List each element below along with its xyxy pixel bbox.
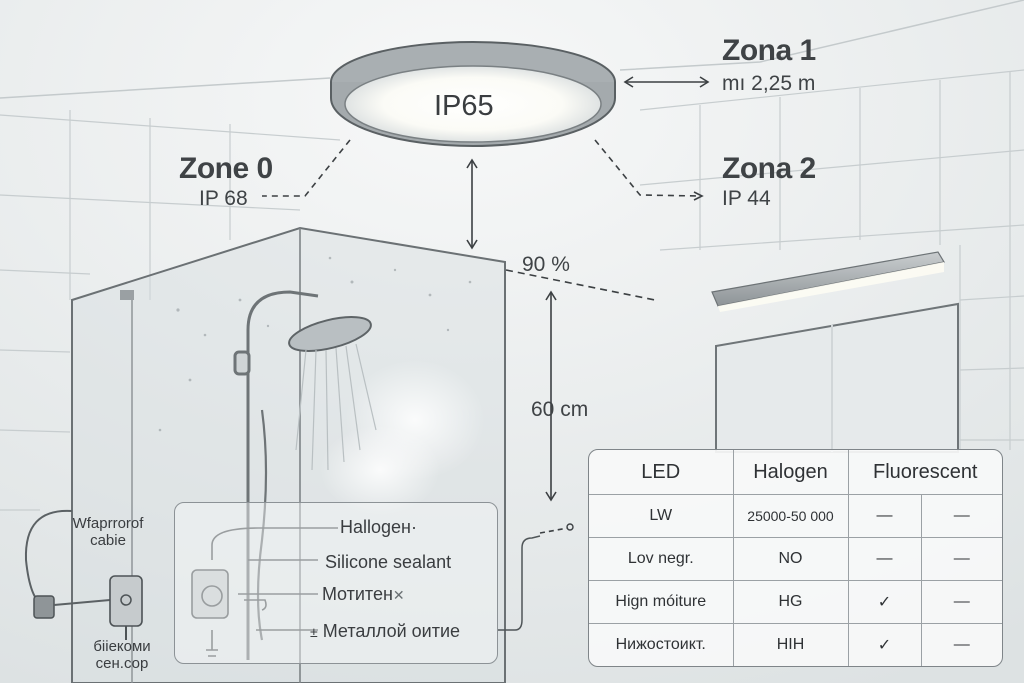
ceiling-light-lens	[344, 65, 602, 143]
socket-hole	[120, 594, 132, 606]
wall-socket-box	[109, 575, 143, 627]
row-label: LW	[589, 494, 734, 538]
comparison-grid: LED Halogen Fluorescent LW 25000-50 000 …	[589, 450, 1002, 666]
callout-halogen: Hallogeн·	[340, 517, 417, 537]
row-value: 25000-50 000	[732, 494, 849, 538]
row-label: Нижостоикт.	[589, 623, 734, 666]
wall-tiles	[0, 69, 1024, 511]
zone0-rating: IP 68	[199, 187, 248, 210]
plug-cord	[53, 599, 111, 606]
clearance-label: 60 cm	[531, 398, 589, 421]
water-spray	[295, 343, 377, 471]
zone2-title: Zona 2	[722, 152, 816, 185]
metal-arrow-icon: ±	[310, 624, 318, 640]
cross-mark-icon: ✕	[392, 587, 405, 603]
table-row: Lov negr. NO — —	[589, 537, 1002, 581]
comparison-table: LED Halogen Fluorescent LW 25000-50 000 …	[588, 449, 1003, 667]
socket-sensor-label: бііекоми сен.сор	[93, 638, 151, 672]
callout-silicone-sealant: Silicone sealant	[325, 552, 452, 572]
callout-metal-coating-text: Металлой оитие	[322, 621, 461, 641]
row-value: NO	[732, 537, 849, 581]
callout-connector	[497, 535, 541, 631]
header-fluorescent: Fluorescent	[847, 450, 1002, 495]
waterproof-cable-label: Wfaprrorof cabie	[72, 515, 144, 549]
row-label: Hign móiture	[589, 580, 734, 624]
zone1-height: mı 2,25 m	[722, 72, 816, 95]
cable-plug	[33, 595, 55, 619]
callout-socket-face	[201, 585, 223, 607]
ceiling-edges	[0, 0, 1024, 99]
row-label: Lov negr.	[589, 537, 734, 581]
row-mark: —	[920, 580, 1002, 624]
shower-glass	[71, 226, 506, 683]
water-droplets	[158, 256, 472, 432]
table-row: LW 25000-50 000 — —	[589, 494, 1002, 538]
callout-socket-box	[191, 569, 229, 619]
callout-card	[174, 502, 498, 664]
callout-motor: Mотитен✕	[322, 584, 405, 605]
table-header-row: LED Halogen Fluorescent	[589, 450, 1002, 495]
table-row: Нижостоикт. HIH ✓ —	[589, 623, 1002, 666]
row-mark: —	[920, 494, 1002, 538]
dimension-arrows	[466, 76, 710, 502]
row-mark: —	[847, 494, 922, 538]
shower-head	[288, 316, 372, 352]
row-mark: —	[920, 623, 1002, 666]
callout-metal-coating: ± Металлой оитие	[310, 621, 460, 642]
header-halogen: Halogen	[732, 450, 849, 495]
row-mark: ✓	[847, 623, 922, 666]
row-value: HG	[732, 580, 849, 624]
row-mark: ✓	[847, 580, 922, 624]
row-value: HIH	[732, 623, 849, 666]
connector-dot	[566, 523, 574, 531]
fixture-ip-rating: IP65	[434, 90, 494, 122]
spray-angle-label: 90 %	[522, 253, 570, 276]
wall-light-glow	[718, 262, 944, 312]
glass-hinge	[120, 290, 134, 300]
row-mark: —	[847, 537, 922, 581]
callout-drawing	[206, 527, 338, 657]
callout-motor-text: Mотитен	[322, 584, 393, 604]
row-mark: —	[920, 537, 1002, 581]
table-row: Hign móiture HG ✓ —	[589, 580, 1002, 624]
zone-leaders	[262, 139, 701, 534]
steam-lower	[320, 425, 440, 515]
zone0-title: Zone 0	[179, 152, 273, 185]
zone1-title: Zona 1	[722, 34, 816, 67]
header-led: LED	[589, 450, 734, 495]
shower-fixture	[233, 290, 319, 660]
zone2-rating: IP 44	[722, 187, 771, 210]
